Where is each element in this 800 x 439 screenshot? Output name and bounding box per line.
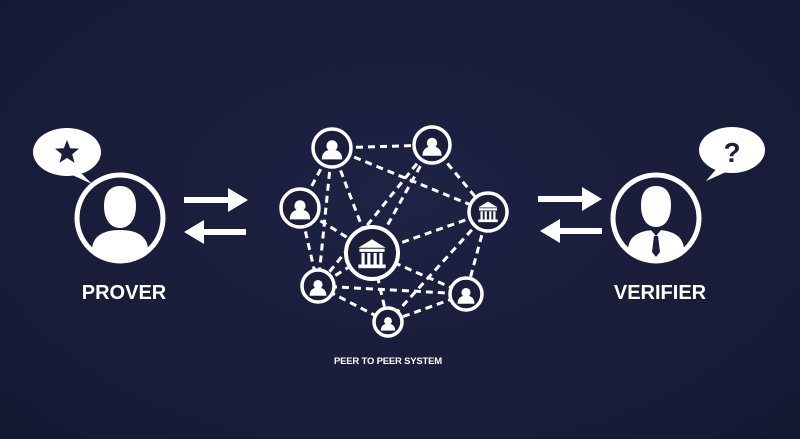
network-node-user-2 [412,125,452,165]
prover-label: PROVER [82,282,167,304]
peer-network: PEER TO PEER SYSTEM [279,125,509,367]
prover-avatar [74,172,166,264]
arrow-right-icon [538,187,602,211]
verifier-speech-bubble: ? [699,127,765,181]
user-icon [92,186,148,260]
arrow-right-icon [184,188,248,212]
prover-group: PROVER [33,128,167,304]
network-node-user-6 [372,306,404,338]
prover-speech-bubble [33,128,101,184]
arrow-left-icon [540,219,602,243]
arrow-left-icon [184,220,246,244]
prover-exchange-arrows [184,188,248,244]
businessman-icon [628,186,684,260]
question-mark-icon: ? [723,137,740,168]
verifier-exchange-arrows [538,187,602,243]
verifier-avatar [610,172,702,264]
verifier-group: ? VERIFIER [610,127,765,304]
network-node-user-1 [311,127,353,169]
network-node-bank-1 [467,191,509,233]
network-node-bank-central [344,225,400,281]
verifier-label: VERIFIER [614,282,707,304]
network-node-user-3 [279,187,321,229]
star-icon [55,140,79,163]
network-label: PEER TO PEER SYSTEM [334,356,442,367]
network-node-user-5 [448,276,484,312]
network-node-user-4 [300,268,336,304]
